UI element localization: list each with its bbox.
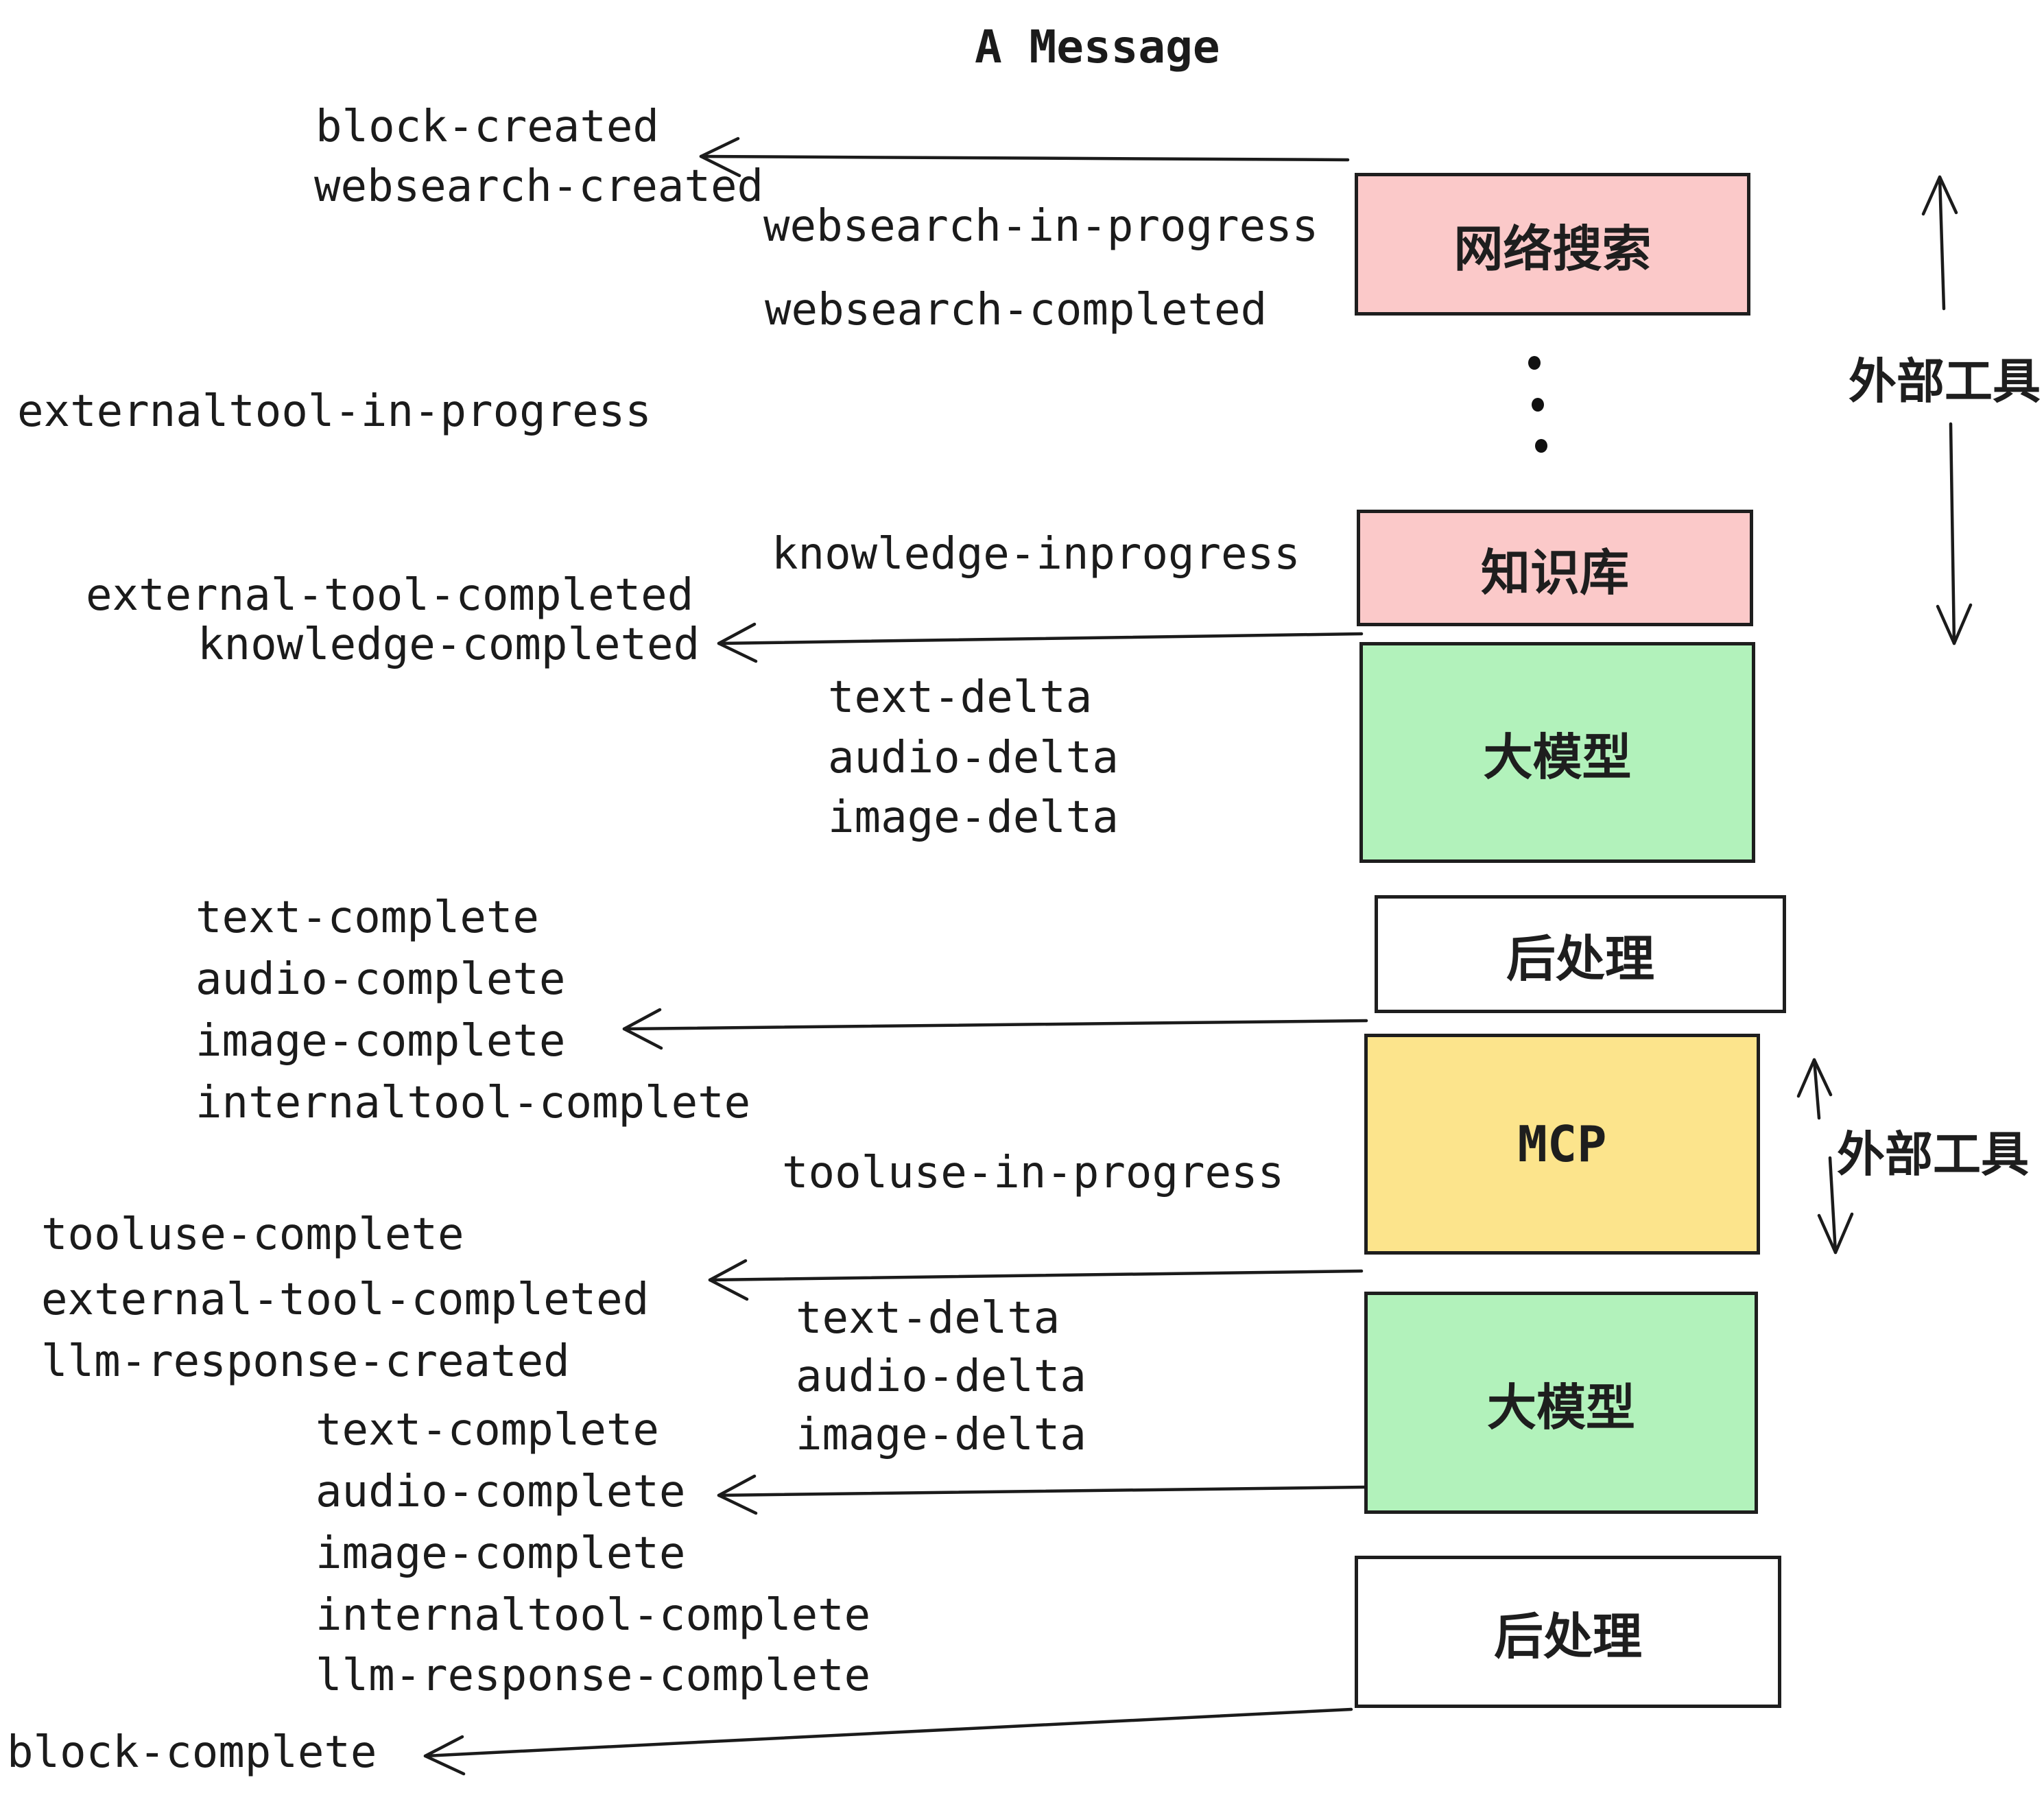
node-websearch: 网络搜索 [1355, 173, 1750, 316]
node-mcp: MCP [1364, 1034, 1760, 1255]
node-llm-1: 大模型 [1359, 642, 1755, 863]
event-label-tooluse-complete: tooluse-complete [41, 1209, 464, 1260]
arrow-up-external-tools-top-icon [1921, 175, 1958, 311]
event-label-tooluse-in-progress: tooluse-in-progress [782, 1148, 1285, 1198]
event-label-audio-delta-2: audio-delta [796, 1351, 1086, 1402]
node-knowledge-base: 知识库 [1357, 510, 1753, 626]
arrow-left-block-complete-icon [423, 1707, 1353, 1776]
event-label-knowledge-completed: knowledge-completed [198, 619, 700, 670]
arrow-down-external-tools-top-icon [1936, 422, 1973, 645]
event-label-internaltool-complete-2: internaltool-complete [316, 1590, 871, 1641]
event-label-image-complete-2: image-complete [316, 1528, 686, 1579]
arrow-up-external-tools-mcp-icon [1796, 1058, 1833, 1120]
arrow-left-knowledge-completed-icon [717, 622, 1364, 663]
ellipsis-dot [1535, 439, 1547, 453]
event-label-text-complete-1: text-complete [195, 892, 539, 943]
event-label-block-complete: block-complete [7, 1727, 377, 1778]
event-label-image-delta-1: image-delta [828, 792, 1119, 843]
ellipsis-dot [1528, 356, 1541, 370]
arrow-left-block-created-icon [699, 137, 1350, 178]
page-title: A Message [975, 21, 1220, 73]
event-label-websearch-completed: websearch-completed [765, 285, 1268, 335]
event-label-knowledge-inprogress: knowledge-inprogress [772, 529, 1300, 580]
event-label-text-complete-2: text-complete [316, 1405, 659, 1456]
event-label-image-delta-2: image-delta [796, 1410, 1086, 1460]
event-label-internaltool-complete-1: internaltool-complete [195, 1078, 751, 1128]
event-label-externaltool-in-progress: externaltool-in-progress [17, 386, 652, 437]
arrow-left-audio-complete-icon [717, 1474, 1367, 1515]
event-label-audio-delta-1: audio-delta [828, 733, 1119, 783]
event-label-image-complete-1: image-complete [195, 1016, 566, 1067]
event-label-external-tool-completed-2: external-tool-completed [41, 1274, 650, 1325]
event-label-llm-response-created: llm-response-created [41, 1336, 570, 1387]
node-postprocess-1: 后处理 [1375, 895, 1786, 1013]
arrow-left-image-complete-icon [622, 1008, 1368, 1050]
event-label-audio-complete-1: audio-complete [195, 954, 566, 1005]
node-llm-2: 大模型 [1364, 1292, 1758, 1514]
event-label-text-delta-2: text-delta [796, 1293, 1060, 1344]
event-label-text-delta-1: text-delta [828, 672, 1093, 723]
side-label-external-tools-top: 外部工具 [1849, 353, 2041, 410]
event-label-block-created: block-created [316, 102, 659, 152]
node-postprocess-2: 后处理 [1355, 1556, 1781, 1708]
side-label-external-tools-mcp: 外部工具 [1837, 1126, 2029, 1183]
event-label-external-tool-completed-1: external-tool-completed [86, 570, 694, 621]
event-label-llm-response-complete: llm-response-complete [316, 1650, 871, 1701]
event-label-audio-complete-2: audio-complete [316, 1467, 686, 1517]
event-label-websearch-created: websearch-created [314, 161, 764, 212]
event-label-websearch-in-progress: websearch-in-progress [763, 201, 1319, 252]
ellipsis-dot [1532, 398, 1544, 412]
